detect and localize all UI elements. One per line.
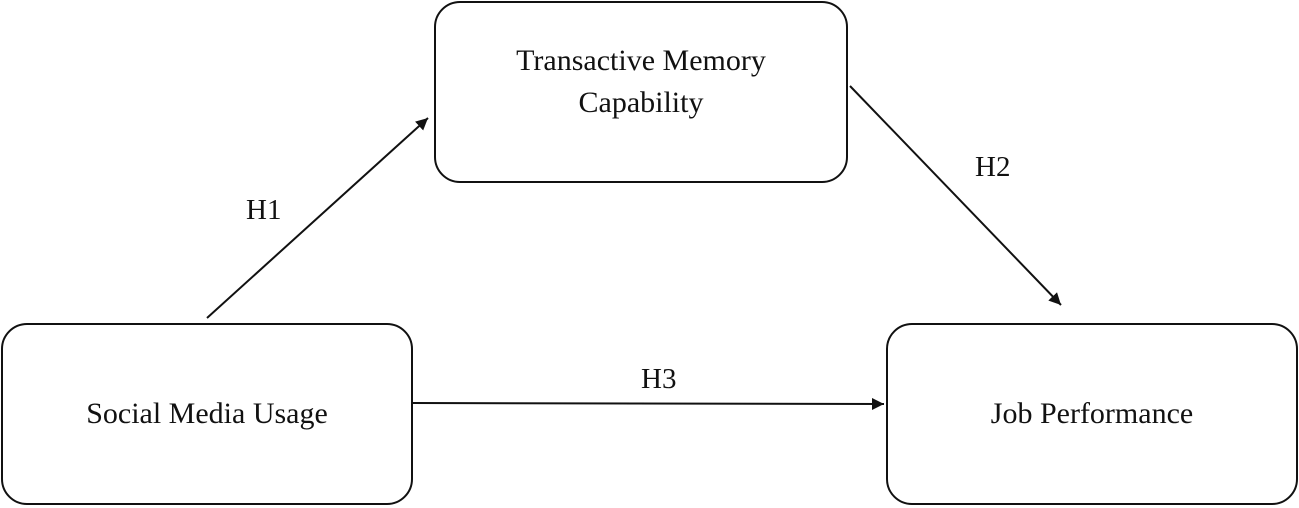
- arrow-h1: [206, 117, 429, 319]
- edge-label-h1: H1: [246, 194, 282, 226]
- node-transactive-memory-capability-label: Transactive Memory Capability: [516, 40, 766, 124]
- node-social-media-usage-label: Social Media Usage: [86, 397, 328, 430]
- node-transactive-memory-capability: Transactive Memory Capability: [434, 1, 848, 183]
- node-social-media-usage: Social Media Usage: [1, 323, 413, 505]
- node-job-performance-label: Job Performance: [990, 397, 1194, 430]
- edge-label-h3: H3: [641, 363, 677, 395]
- arrow-h3: [412, 397, 885, 410]
- node-tmc-line-1: Transactive Memory: [516, 44, 766, 77]
- node-tmc-line-2: Capability: [578, 86, 704, 119]
- node-job-performance: Job Performance: [886, 323, 1298, 505]
- arrow-h2: [849, 85, 1062, 306]
- edge-label-h2: H2: [975, 151, 1011, 183]
